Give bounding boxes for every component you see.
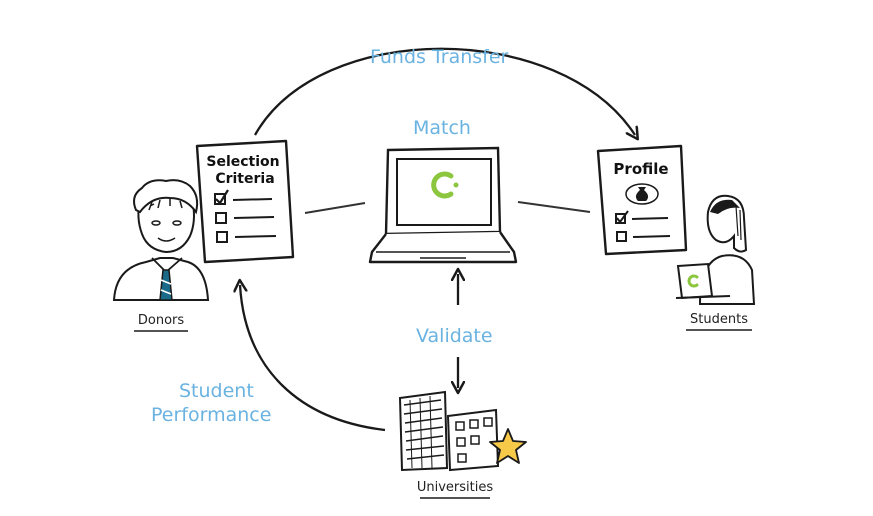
selection-criteria-document: Selection Criteria bbox=[195, 139, 295, 264]
money-bag-icon bbox=[625, 183, 659, 205]
universities-label: Universities bbox=[416, 480, 494, 495]
logo-icon bbox=[431, 171, 459, 199]
checkbox-icon bbox=[215, 212, 227, 224]
match-label: Match bbox=[413, 117, 471, 139]
profile-document: Profile bbox=[596, 144, 688, 256]
checkbox-icon bbox=[616, 231, 627, 242]
building-icon bbox=[398, 390, 500, 472]
selection-title-line1: Selection bbox=[206, 154, 279, 170]
student-performance-label-line2: Performance bbox=[151, 404, 272, 426]
validate-label: Validate bbox=[416, 325, 493, 347]
profile-title: Profile bbox=[613, 160, 668, 178]
small-laptop-icon bbox=[675, 262, 731, 300]
student-performance-arrow bbox=[240, 285, 386, 432]
funds-transfer-arrow bbox=[253, 47, 635, 135]
connector-right bbox=[517, 201, 591, 213]
donors-label: Donors bbox=[137, 313, 185, 328]
students-label: Students bbox=[690, 312, 748, 327]
checkbox-icon bbox=[216, 231, 228, 243]
connector-left bbox=[304, 202, 366, 214]
selection-title-line2: Criteria bbox=[215, 171, 274, 187]
checkbox-icon bbox=[214, 189, 229, 205]
donor-person-icon bbox=[112, 179, 210, 301]
student-person-icon bbox=[675, 194, 756, 305]
student-performance-label-line1: Student bbox=[179, 380, 254, 402]
laptop-icon bbox=[368, 146, 518, 264]
checkbox-icon bbox=[615, 210, 629, 224]
funds-transfer-label: Funds Transfer bbox=[370, 46, 509, 68]
star-icon bbox=[489, 428, 527, 464]
